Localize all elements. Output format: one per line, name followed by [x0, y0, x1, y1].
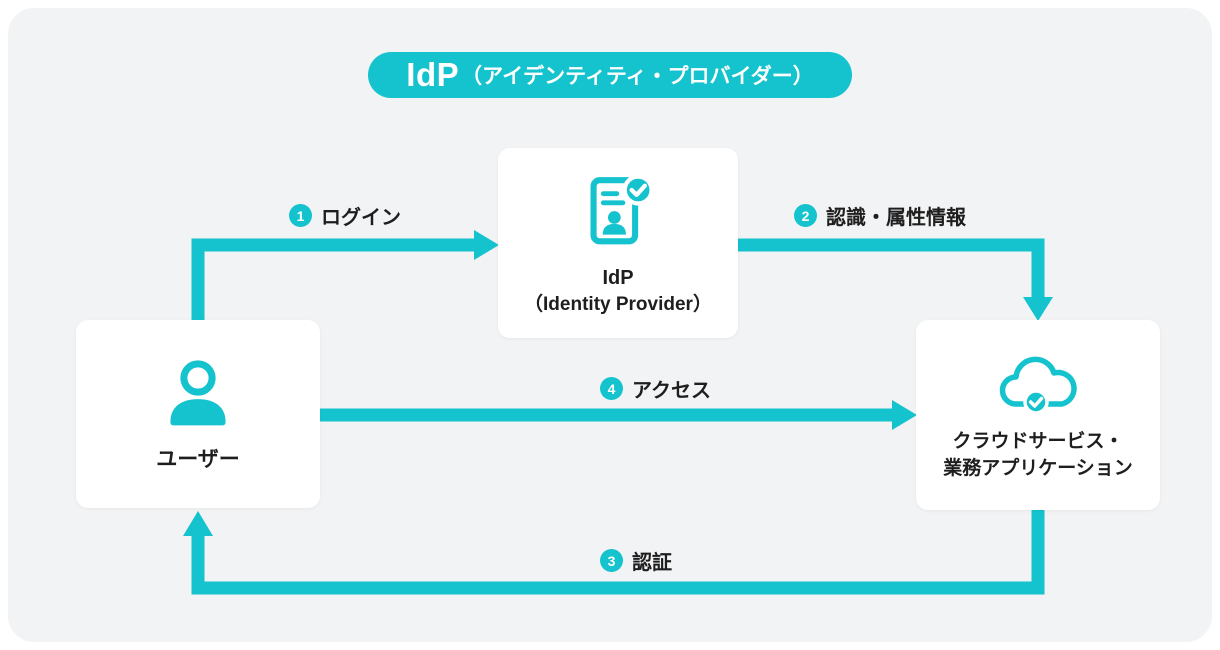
node-user: ユーザー	[76, 320, 320, 508]
title-sub: （アイデンティティ・プロバイダー）	[461, 65, 814, 88]
step-text-auth: 認証	[632, 552, 672, 574]
step-badge-2: 2	[794, 204, 817, 227]
node-cloud-label-line1: クラウドサービス・	[952, 431, 1124, 453]
step-text-access: アクセス	[632, 380, 711, 402]
arrow-attributes	[736, 238, 1045, 298]
id-card-check-icon	[574, 168, 662, 256]
node-idp-label-line2: （Identity Provider）	[524, 293, 712, 315]
node-idp-label-line1: IdP	[602, 266, 634, 289]
step-badge-1: 1	[289, 204, 312, 227]
node-cloud: クラウドサービス・ 業務アプリケーション	[916, 320, 1160, 510]
title-pill: IdP （アイデンティティ・プロバイダー）	[368, 52, 852, 98]
arrow-auth-head	[183, 511, 213, 536]
step-label-attributes: 2 認識・属性情報	[794, 201, 966, 230]
node-cloud-label-line2: 業務アプリケーション	[943, 458, 1133, 479]
arrow-login-head	[474, 230, 499, 260]
cloud-check-icon	[990, 347, 1086, 421]
node-user-label: ユーザー	[156, 448, 240, 472]
step-text-login: ログイン	[321, 207, 401, 229]
title-main: IdP	[406, 56, 460, 93]
user-icon	[157, 353, 239, 435]
node-cloud-label: クラウドサービス・ 業務アプリケーション	[943, 429, 1133, 482]
step-badge-4: 4	[600, 377, 623, 400]
arrow-login	[191, 238, 475, 322]
step-label-access: 4 アクセス	[600, 374, 711, 403]
step-text-attributes: 認識・属性情報	[826, 207, 966, 229]
node-idp: IdP （Identity Provider）	[498, 148, 738, 338]
step-badge-3: 3	[600, 549, 623, 572]
diagram-panel: IdP （アイデンティティ・プロバイダー）	[8, 8, 1212, 642]
arrow-attributes-head	[1023, 297, 1053, 321]
step-label-login: 1 ログイン	[289, 201, 401, 230]
title-wrap: IdP （アイデンティティ・プロバイダー）	[8, 52, 1212, 98]
arrow-access-head	[892, 400, 917, 430]
step-label-auth: 3 認証	[600, 546, 672, 575]
node-idp-label: IdP （Identity Provider）	[524, 264, 712, 319]
